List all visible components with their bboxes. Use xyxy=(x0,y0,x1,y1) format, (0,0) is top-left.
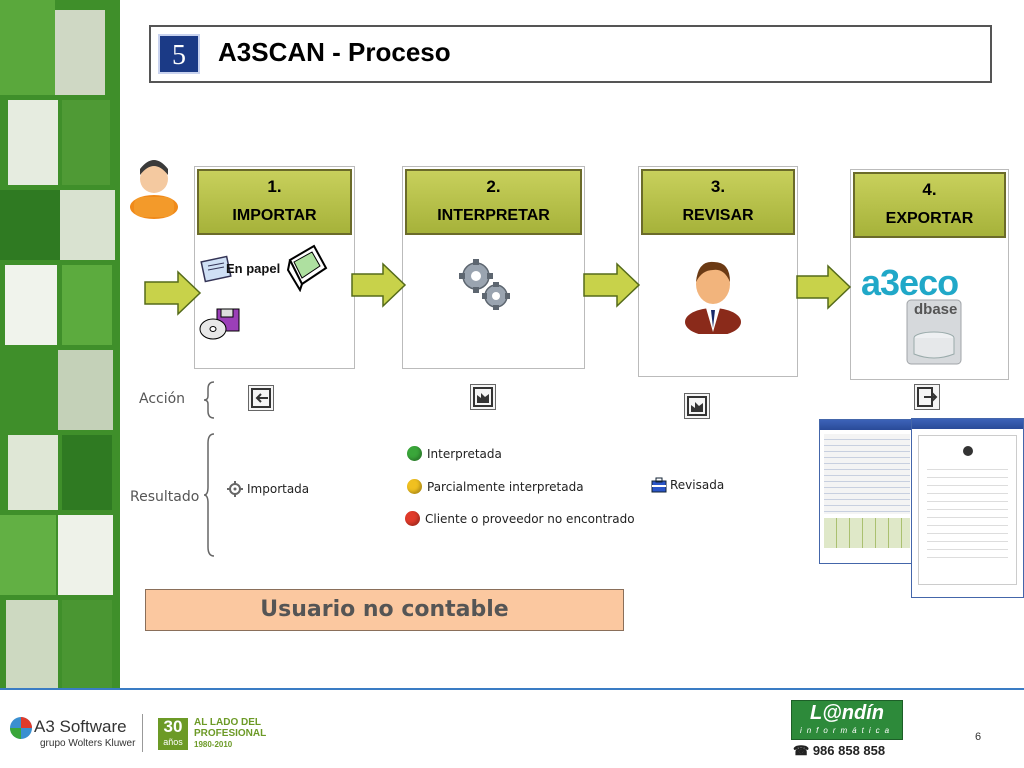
result-no-encontrado: Cliente o proveedor no encontrado xyxy=(405,511,635,526)
import-icon-glyph xyxy=(251,388,271,408)
a3eco-logo-text: a3eco xyxy=(861,262,959,303)
dbase-label: dbase xyxy=(914,301,958,318)
step-number: 2. xyxy=(486,177,501,196)
review-icon-glyph xyxy=(687,396,707,416)
step-interpretar: 2. INTERPRETAR xyxy=(402,166,585,369)
database-icon xyxy=(906,299,962,365)
user-type-banner: Usuario no contable xyxy=(145,589,624,631)
page-title: A3SCAN - Proceso xyxy=(218,37,451,67)
result-importada: Importada xyxy=(227,481,309,497)
invoice-logo xyxy=(963,446,973,456)
review-icon[interactable] xyxy=(684,393,710,419)
step-name: IMPORTAR xyxy=(232,207,317,224)
action-brace xyxy=(203,381,215,419)
status-partial-dot xyxy=(407,479,422,494)
result-label: Revisada xyxy=(670,478,725,492)
step-header: 3. REVISAR xyxy=(641,169,795,235)
phone-icon: ☎ xyxy=(793,743,810,758)
step-header: 1. IMPORTAR xyxy=(197,169,352,235)
result-label: Cliente o proveedor no encontrado xyxy=(425,511,635,526)
phone-value: 986 858 858 xyxy=(812,743,886,758)
page-number: 6 xyxy=(975,731,982,743)
interpret-icon[interactable] xyxy=(470,384,496,410)
reviewer-icon xyxy=(685,261,741,334)
step-number: 1. xyxy=(267,177,282,196)
window-titlebar xyxy=(820,420,914,430)
step-name: INTERPRETAR xyxy=(437,207,550,224)
result-label: Importada xyxy=(247,482,310,496)
invoice-lines xyxy=(927,462,1008,562)
invoice-window-thumbnail xyxy=(911,418,1024,598)
a3-logo-icon xyxy=(10,717,32,739)
a3eco-logo: a3eco xyxy=(861,262,959,304)
flow-arrow-3 xyxy=(583,262,641,308)
title-bar: 5 A3SCAN - Proceso xyxy=(149,25,992,83)
motto: AL LADO DEL PROFESIONAL 1980-2010 xyxy=(194,717,266,750)
scanner-icon xyxy=(286,244,328,292)
step-name: EXPORTAR xyxy=(885,210,974,227)
accounting-window-thumbnail xyxy=(819,419,915,564)
background-mosaic xyxy=(0,0,120,690)
result-label: Parcialmente interpretada xyxy=(427,479,584,494)
step-number: 4. xyxy=(922,180,937,199)
interpret-icon-glyph xyxy=(473,387,493,407)
briefcase-icon xyxy=(651,477,667,493)
row-label-result: Resultado xyxy=(130,489,200,505)
row-label-action: Acción xyxy=(139,391,186,407)
status-ok-dot xyxy=(407,446,422,461)
a3-brand: A3 Software xyxy=(34,717,127,736)
flow-arrow-4 xyxy=(796,264,852,310)
a3-brand-sub: grupo Wolters Kluwer xyxy=(40,738,136,749)
status-error-dot xyxy=(405,511,420,526)
export-icon-glyph xyxy=(917,387,938,407)
window-titlebar xyxy=(912,419,1023,429)
result-revisada: Revisada xyxy=(651,477,724,493)
step-number: 3. xyxy=(710,177,726,196)
anniversary-number: 30 xyxy=(163,717,183,736)
anniversary-word: años xyxy=(163,737,183,747)
flow-arrow-2 xyxy=(351,262,407,308)
step-header: 2. INTERPRETAR xyxy=(405,169,582,235)
window-body xyxy=(824,434,910,514)
window-grid xyxy=(824,518,910,548)
result-brace xyxy=(203,433,215,557)
motto-line2: PROFESIONAL xyxy=(194,728,267,739)
step-name: REVISAR xyxy=(682,207,754,224)
footer-separator xyxy=(142,714,143,752)
phone-number: ☎ 986 858 858 xyxy=(793,743,885,759)
landin-logo: L@ndín informática xyxy=(791,700,903,740)
landin-name: L@ndín xyxy=(810,702,884,724)
result-interpretada: Interpretada xyxy=(407,446,502,461)
export-icon[interactable] xyxy=(914,384,940,410)
section-number-badge: 5 xyxy=(158,34,200,74)
disk-icon xyxy=(199,308,240,340)
document-icon xyxy=(200,255,232,283)
anniversary-badge: 30 años xyxy=(158,718,188,750)
motto-line1: AL LADO DEL xyxy=(194,717,262,728)
person-icon xyxy=(130,160,178,219)
import-icon[interactable] xyxy=(248,385,274,411)
result-parcial: Parcialmente interpretada xyxy=(407,479,584,494)
import-source-label: En papel xyxy=(226,261,281,276)
gear-small-icon xyxy=(227,481,243,497)
gears-icon xyxy=(459,259,510,310)
step-header: 4. EXPORTAR xyxy=(853,172,1006,238)
motto-years: 1980-2010 xyxy=(194,740,233,749)
step-exportar: 4. EXPORTAR xyxy=(850,169,1009,380)
window-page xyxy=(918,435,1017,585)
footer-divider-line xyxy=(0,688,1024,690)
result-label: Interpretada xyxy=(427,446,502,461)
flow-arrow-1 xyxy=(144,270,202,316)
landin-sub: informática xyxy=(799,726,895,735)
